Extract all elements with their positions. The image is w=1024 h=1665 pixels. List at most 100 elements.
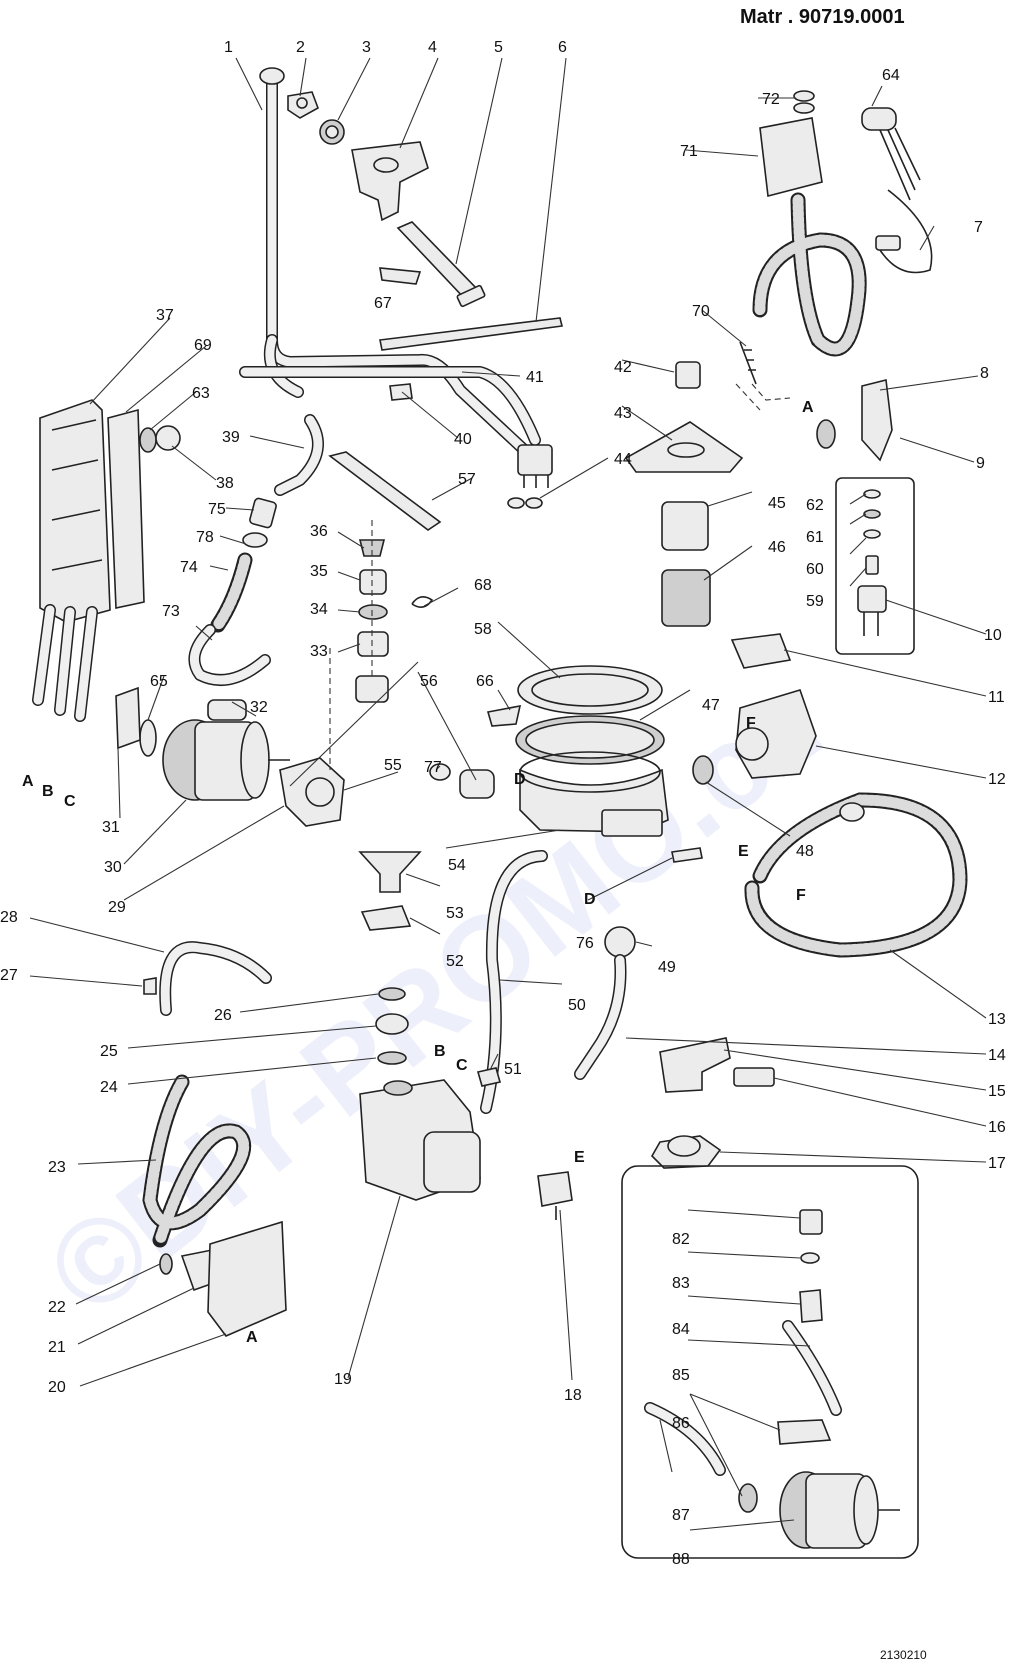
diagram-code: 2130210: [880, 1648, 927, 1662]
connector-f-pump: F: [746, 715, 756, 732]
part-label-60: 60: [806, 561, 824, 578]
part-label-73: 73: [162, 603, 180, 620]
part-62-washer: [863, 489, 881, 499]
part-label-44: 44: [614, 451, 632, 468]
part-label-50: 50: [568, 997, 586, 1014]
part-60-ring: [863, 529, 881, 539]
part-label-70: 70: [692, 303, 710, 320]
part-label-35: 35: [310, 563, 328, 580]
connector-d-sump: D: [514, 771, 526, 788]
part-65-gasket: [139, 719, 157, 757]
part-73-bend-hose: [188, 624, 271, 686]
part-38-cap: [155, 425, 181, 451]
part-label-75: 75: [208, 501, 226, 518]
part-label-10: 10: [984, 627, 1002, 644]
part-88-motor: [779, 1471, 900, 1549]
part-label-65: 65: [150, 673, 168, 690]
part-label-20: 20: [48, 1379, 66, 1396]
part-label-88: 88: [672, 1551, 690, 1568]
part-label-5: 5: [494, 39, 503, 56]
part-label-8: 8: [980, 365, 989, 382]
part-16-switch: [733, 1067, 775, 1087]
part-label-37: 37: [156, 307, 174, 324]
part-67-clip: [379, 267, 422, 285]
part-label-23: 23: [48, 1159, 66, 1176]
part-18-valve: [537, 1171, 573, 1220]
part-label-15: 15: [988, 1083, 1006, 1100]
connector-a-tank: A: [22, 773, 34, 790]
part-label-45: 45: [768, 495, 786, 512]
part-12-drain-pump: [735, 689, 817, 779]
part-label-7: 7: [974, 219, 983, 236]
part-69-plate: [107, 408, 145, 609]
part-label-43: 43: [614, 405, 632, 422]
part-label-2: 2: [296, 39, 305, 56]
part-number-labels: 1 2 3 4 5 6 7 8 9 10 11 12 13 14 15 16 1…: [0, 39, 1006, 1568]
part-label-71: 71: [680, 143, 698, 160]
part-label-87: 87: [672, 1507, 690, 1524]
part-77-clamp: [429, 763, 495, 799]
part-39-hose: [274, 414, 324, 496]
part-22-filter: [159, 1253, 173, 1275]
part-68-spring: [411, 596, 434, 608]
part-label-28: 28: [0, 909, 18, 926]
part-label-24: 24: [100, 1079, 118, 1096]
part-10-sensor: [857, 585, 887, 636]
part-label-22: 22: [48, 1299, 66, 1316]
part-78-ring: [242, 532, 268, 548]
part-label-19: 19: [334, 1371, 352, 1388]
connection-letters: A A B C A B C D D E E F F: [22, 399, 814, 1346]
part-label-48: 48: [796, 843, 814, 860]
part-label-52: 52: [446, 953, 464, 970]
part-83-ring: [800, 1252, 820, 1264]
part-32-capacitor: [207, 699, 247, 721]
part-36-filter-cap: [358, 539, 386, 557]
part-label-69: 69: [194, 337, 212, 354]
part-label-27: 27: [0, 967, 18, 984]
part-label-59: 59: [806, 593, 824, 610]
part-label-74: 74: [180, 559, 198, 576]
part-61-seal: [863, 509, 881, 519]
part-label-4: 4: [428, 39, 437, 56]
part-label-41: 41: [526, 369, 544, 386]
part-5-arm-bar: [396, 221, 486, 308]
part-label-32: 32: [250, 699, 268, 716]
part-label-85: 85: [672, 1367, 690, 1384]
part-label-55: 55: [384, 757, 402, 774]
part-label-62: 62: [806, 497, 824, 514]
part-label-31: 31: [102, 819, 120, 836]
part-label-14: 14: [988, 1047, 1006, 1064]
part-35-valve: [359, 569, 387, 595]
part-label-53: 53: [446, 905, 464, 922]
connector-c-softener: C: [456, 1057, 468, 1074]
kit-82-88-box: [621, 1165, 919, 1559]
connector-a-top: A: [802, 399, 814, 416]
part-46-coarse-filter: [661, 569, 711, 627]
part-57-lower-spray-arm: [328, 451, 442, 531]
part-76-clip: [671, 847, 703, 863]
part-48-gasket: [692, 755, 714, 785]
part-label-82: 82: [672, 1231, 690, 1248]
part-label-36: 36: [310, 523, 328, 540]
part-label-78: 78: [196, 529, 214, 546]
part-71-salt-container: [752, 102, 867, 357]
part-29-pump-housing: [279, 757, 345, 827]
part-label-83: 83: [672, 1275, 690, 1292]
part-1-supply-pipe: [259, 67, 541, 466]
part-52-cap: [360, 905, 412, 931]
part-31-deflector: [115, 686, 141, 750]
part-8-gasket: [816, 419, 836, 449]
part-label-40: 40: [454, 431, 472, 448]
part-72-cap: [793, 90, 815, 102]
part-54-sump: [519, 751, 669, 837]
leader-lines: [29, 57, 987, 1531]
part-9-cover: [861, 379, 893, 462]
part-10-group-box: [835, 477, 915, 655]
part-label-57: 57: [458, 471, 476, 488]
part-label-38: 38: [216, 475, 234, 492]
part-75-sleeve: [249, 497, 277, 529]
part-label-84: 84: [672, 1321, 690, 1338]
part-26-seal: [378, 987, 406, 1001]
part-label-17: 17: [988, 1155, 1006, 1172]
part-33-bushing: [357, 631, 389, 657]
